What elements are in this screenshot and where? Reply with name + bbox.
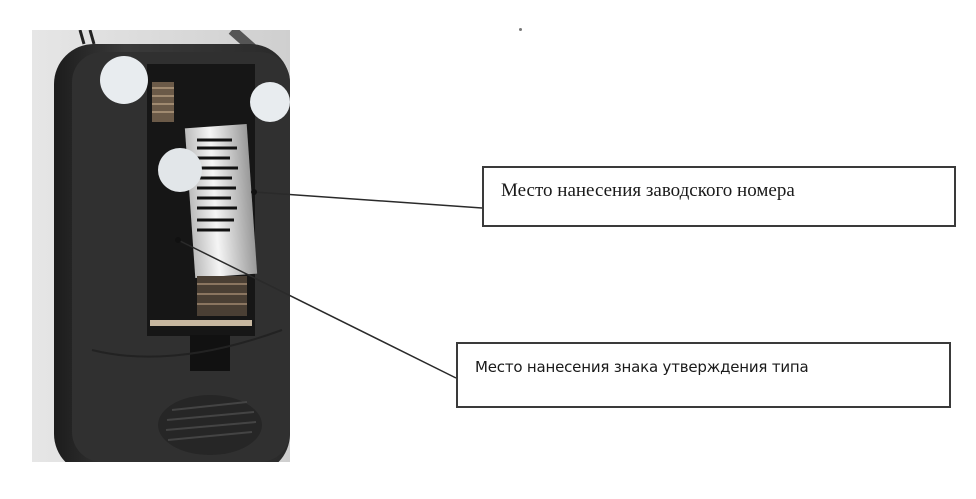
callout-type-approval-label: Место нанесения знака утверждения типа — [475, 358, 809, 376]
leader-line-serial-number — [253, 191, 483, 209]
leader-anchor-type-approval — [175, 237, 181, 243]
leader-line-type-approval — [177, 239, 457, 379]
callout-type-approval-mark: Место нанесения знака утверждения типа — [456, 342, 951, 408]
device-illustration — [32, 30, 290, 462]
callout-serial-number-label: Место нанесения заводского номера — [501, 180, 795, 201]
stray-mark — [519, 28, 522, 31]
device-photo — [32, 30, 290, 462]
leader-anchor-serial-number — [251, 189, 257, 195]
callout-serial-number: Место нанесения заводского номера — [482, 166, 956, 227]
